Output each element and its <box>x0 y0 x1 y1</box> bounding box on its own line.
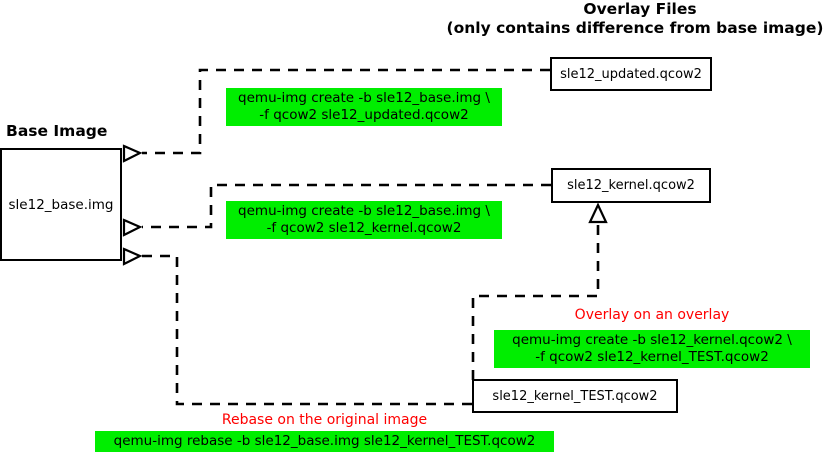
note-overlay-on-overlay: Overlay on an overlay <box>574 307 730 323</box>
command-rebase: qemu-img rebase -b sle12_base.img sle12_… <box>95 431 554 452</box>
overlay-files-subtitle: (only contains difference from base imag… <box>446 19 824 37</box>
base-image-title: Base Image <box>6 122 108 140</box>
box-sle12-updated[interactable]: sle12_updated.qcow2 <box>550 57 712 91</box>
arrow-kerneltest-rebase-to-base <box>122 247 472 406</box>
command-create-updated: qemu-img create -b sle12_base.img \ -f q… <box>226 88 502 126</box>
box-sle12-kernel-test[interactable]: sle12_kernel_TEST.qcow2 <box>472 379 678 413</box>
box-sle12-kernel[interactable]: sle12_kernel.qcow2 <box>551 168 711 203</box>
command-create-kernel: qemu-img create -b sle12_base.img \ -f q… <box>226 201 502 239</box>
box-base-image[interactable]: sle12_base.img <box>0 148 122 261</box>
command-create-kernel-test: qemu-img create -b sle12_kernel.qcow2 \ … <box>494 330 810 368</box>
overlay-files-title: Overlay Files <box>583 0 697 18</box>
note-rebase-original: Rebase on the original image <box>221 412 428 428</box>
